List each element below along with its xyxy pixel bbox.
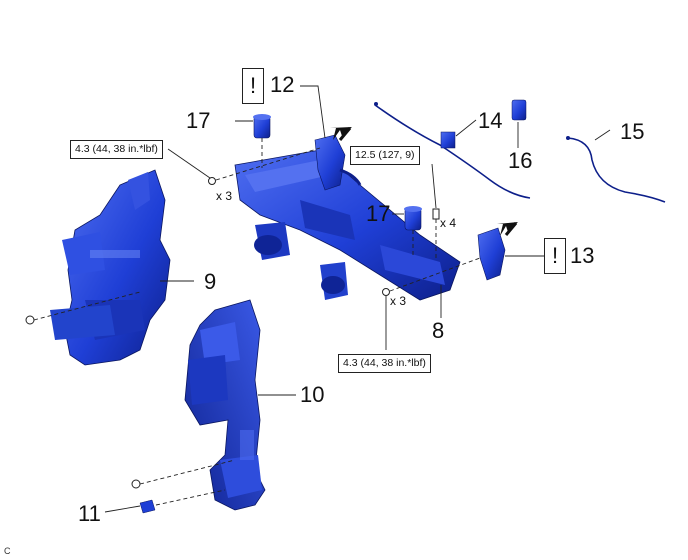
torque-spec-bottom: 4.3 (44, 38 in.*lbf) — [338, 354, 431, 373]
quantity-label-top: x 3 — [216, 189, 233, 203]
caution-box-13: ! — [544, 238, 566, 274]
callout-12: 12 — [270, 72, 295, 97]
corner-mark: C — [4, 546, 11, 556]
part-11-bolt — [139, 499, 156, 514]
torque-spec-left-top: 4.3 (44, 38 in.*lbf) — [70, 140, 163, 159]
part-17-clip-lower — [404, 206, 422, 231]
assembly-lines — [33, 138, 481, 506]
part-8-reinforcement — [234, 149, 461, 301]
part-14-cable — [374, 102, 531, 199]
part-10-duct — [184, 299, 266, 511]
callout-11: 11 — [78, 501, 101, 526]
callout-10: 10 — [300, 382, 325, 407]
callout-17-lower: 17 — [366, 201, 391, 226]
caution-box-12: ! — [242, 68, 264, 104]
fasteners — [25, 177, 440, 489]
callout-16: 16 — [508, 148, 533, 173]
callout-9: 9 — [204, 269, 217, 294]
part-13-bracket — [477, 227, 506, 281]
quantity-label-center: x 4 — [440, 216, 457, 230]
callout-17-upper: 17 — [186, 108, 211, 133]
callout-13: 13 — [570, 243, 595, 268]
torque-spec-center-top: 12.5 (127, 9) — [350, 146, 420, 165]
callout-8: 8 — [432, 318, 445, 343]
arrow-12-indicator — [330, 127, 352, 141]
part-17-clip-upper — [253, 114, 271, 139]
quantity-label-bottom: x 3 — [390, 294, 407, 308]
callout-14: 14 — [478, 108, 503, 133]
part-16-sensor — [511, 99, 527, 121]
part-9-duct — [50, 169, 171, 366]
callout-15: 15 — [620, 119, 645, 144]
arrow-13-indicator — [497, 222, 518, 236]
part-15-cable — [566, 136, 666, 203]
